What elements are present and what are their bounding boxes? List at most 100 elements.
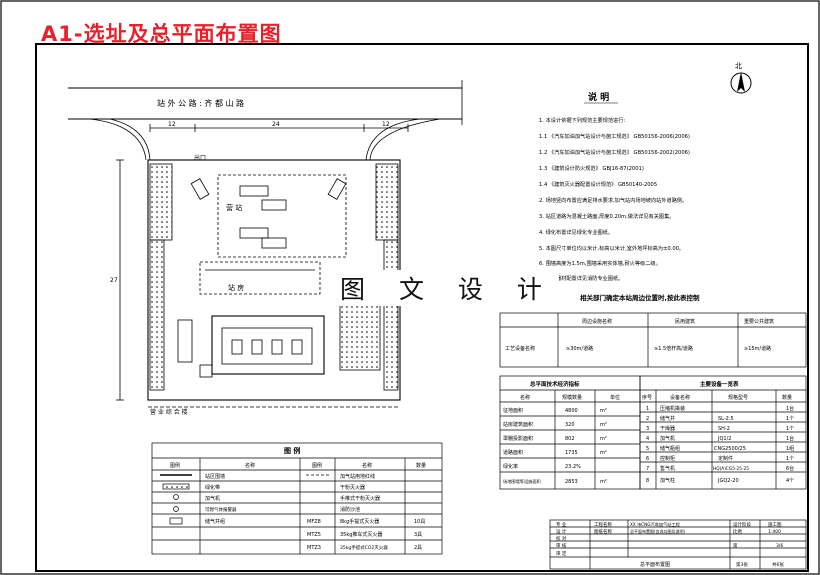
note-line: 3. 站区道路为混凝土路面,厚度0.20m,做法详见有关图集。 <box>539 212 674 220</box>
project-label: 工程名称 <box>594 521 612 528</box>
legend-cell: MFZ8 <box>307 519 321 525</box>
drawing-frame <box>35 43 809 572</box>
note-line: 1.2 《汽车加油加气站设计与施工规范》 GB50156-2002(2006) <box>539 148 690 156</box>
legend-title: 图 例 <box>284 446 300 455</box>
sheet-label: 第 <box>733 542 738 549</box>
equip-cell: 3 <box>646 426 649 432</box>
watermark: 图 文 设 计 <box>336 270 559 306</box>
equip-cell: 储气井 <box>660 415 675 422</box>
role-label: 设 计 <box>556 528 567 535</box>
tech-cell: 23.2% <box>565 464 581 470</box>
building-label: 营 业 综 合 楼 <box>150 408 188 416</box>
equip-cell: 6 <box>646 456 649 462</box>
tech-cell: 场地围墙等设施面积 <box>503 478 541 485</box>
equip-cell: 加气机 <box>660 435 675 442</box>
equip-cell: 干燥器 <box>660 425 675 432</box>
footer-sheet: 第3张 <box>736 561 748 568</box>
stage-value: 施工图 <box>768 521 782 528</box>
scale-label: 比例 <box>733 528 742 535</box>
dim-top-2: 24 <box>272 121 280 128</box>
tech-cell: 1735 <box>565 450 578 456</box>
tech-table-title: 总平面技术经济指标 <box>530 380 580 388</box>
note-line: 1.3 《建筑设计防火规范》 GBJ16-87(2001) <box>539 164 644 172</box>
footer-total: 共6张 <box>772 561 784 568</box>
legend-header: 图例 <box>170 462 180 469</box>
distance-cell: ≥15m/道路 <box>744 345 771 352</box>
distance-table: 相关部门确定本站周边位置时,按此表控制 周边设施名称 民用建筑 重要公共建筑 工… <box>499 293 807 368</box>
equip-cell: 控制柜 <box>660 455 675 462</box>
tech-cell: m² <box>600 436 607 442</box>
tech-cell: m² <box>600 479 607 485</box>
stage-label: 设计阶段 <box>733 521 751 528</box>
legend-header: 数量 <box>416 462 426 469</box>
equip-cell: 1个 <box>786 416 794 422</box>
equip-header: 序号 <box>642 394 652 401</box>
dim-side: 27 <box>110 277 118 284</box>
drawing-label: 图纸名称 <box>594 528 612 535</box>
equip-cell: 1台 <box>786 405 794 412</box>
equip-header: 设备名称 <box>670 394 690 401</box>
role-label: 校 对 <box>556 535 567 542</box>
legend-cell: 站区围墙 <box>205 473 225 480</box>
distance-col-1: 周边设施名称 <box>582 318 612 325</box>
tech-cell: 4800 <box>565 408 578 414</box>
footer-title: 总平面布置图 <box>640 561 670 568</box>
equipment-table-title: 主要设备一览表 <box>700 380 739 388</box>
tech-cell: m² <box>600 422 607 428</box>
tech-cell: 征地面积 <box>503 407 523 414</box>
legend-cell: 干粉灭火器 <box>340 484 365 491</box>
role-label: 审 定 <box>556 550 567 557</box>
role-label: 审 核 <box>556 542 567 549</box>
legend-table: 图 例 图例 名称 图例 名称 数量 站区围墙 加气站用地红线 绿化带 干粉灭火… <box>151 442 443 555</box>
notes-heading: 说 明 <box>588 91 609 103</box>
equip-header: 数量 <box>782 394 792 401</box>
note-line: 2. 场地竖向布置应满足排水要求,加气站内场地坡向站外道路侧。 <box>539 196 687 204</box>
tech-table: 总平面技术经济指标 名称 规模数量 单位 征地面积 4800 m² 站房建筑面积… <box>499 375 641 490</box>
canopy-label: 营 站 <box>226 203 242 212</box>
equip-cell: SL-2.5 <box>718 416 734 422</box>
site-plan: 站 外 公 路 : 齐 都 山 路 12 24 12 27 营 站 <box>68 80 463 416</box>
tech-cell: 罩棚投影面积 <box>503 435 533 442</box>
equip-cell: 4个 <box>786 478 794 484</box>
note-line: 6. 围墙高度为1.5m,围墙采用实体墙,耐火等级二级。 <box>539 259 661 267</box>
legend-cell: 绿化带 <box>205 484 220 491</box>
tech-cell: 站房建筑面积 <box>503 421 533 428</box>
title-block: 专 业 设 计 校 对 审 核 审 定 工程名称 XX 市CNG汽车加气站工程 … <box>549 519 807 570</box>
equip-cell: 2 <box>646 416 649 422</box>
legend-cell: MTZ3 <box>307 545 321 551</box>
equip-cell: JGQ2-20 <box>717 478 739 484</box>
legend-cell: MTZ5 <box>307 532 321 538</box>
equip-cell: CNG2500/25 <box>714 446 746 452</box>
legend-cell: 可燃气体报警器 <box>205 506 237 513</box>
legend-header: 名称 <box>362 462 372 469</box>
tech-cell: 802 <box>565 436 575 442</box>
equip-cell: 1个 <box>786 456 794 462</box>
legend-cell: 8kg手提式灭火器 <box>340 518 379 525</box>
note-line: 1. 本设计依据下列规范主要规范进行: <box>539 116 625 124</box>
equip-cell: 售气机 <box>660 465 675 472</box>
distance-cell: ≥30m/道路 <box>566 345 593 352</box>
legend-cell: 35kg推车式灭火器 <box>340 531 382 538</box>
scale-value: 1:400 <box>768 529 781 535</box>
legend-header: 名称 <box>245 462 255 469</box>
equip-cell: 1个 <box>786 426 794 432</box>
tech-cell: 320 <box>565 422 575 428</box>
distance-cell: ≥1.5倍杆高/道路 <box>654 345 693 352</box>
sheet-value: 3/6 <box>776 543 783 549</box>
equip-cell: 1 <box>646 406 649 412</box>
legend-cell: 加气站用地红线 <box>340 473 375 480</box>
legend-cell: 35kg手提式CO2灭火器 <box>340 544 388 551</box>
distance-row-label: 工艺设备名称 <box>505 345 535 352</box>
equip-cell: 定制件 <box>718 455 733 462</box>
equip-cell: 6台 <box>786 465 794 472</box>
note-line: 4. 绿化布置详见绿化专业图纸。 <box>539 228 613 236</box>
equip-cell: 7 <box>646 466 649 472</box>
north-arrow-icon: 北 <box>730 62 752 94</box>
equip-cell: HQ(A)CG5-25-25 <box>713 466 749 472</box>
legend-cell: 手推式干粉灭火器 <box>340 495 380 502</box>
equip-cell: SH-2 <box>718 426 730 432</box>
page-title: A1-选址及总平面布置图 <box>41 22 282 46</box>
equip-cell: 4 <box>646 436 649 442</box>
project-name: XX 市CNG汽车加气站工程 <box>630 521 681 528</box>
station-label: 站 房 <box>228 283 244 292</box>
